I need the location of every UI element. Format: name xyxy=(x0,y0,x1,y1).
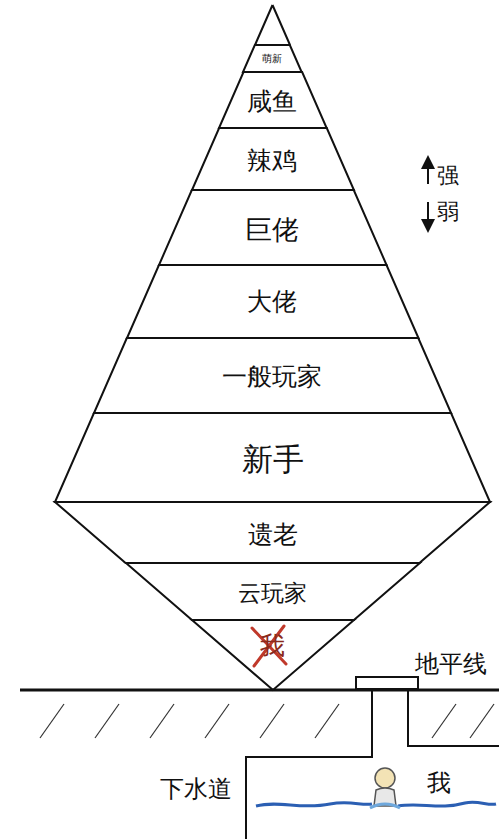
band-shape xyxy=(94,338,451,413)
down-arrow xyxy=(427,202,429,226)
band-label: 大佬 xyxy=(127,288,418,316)
pyramid-band: 咸鱼 xyxy=(219,72,327,128)
pyramid-band: 大佬 xyxy=(127,265,418,338)
free-label: 弱 xyxy=(437,200,459,224)
pyramid-band: 我 xyxy=(192,620,354,690)
band-label: 咸鱼 xyxy=(219,88,327,116)
pyramid-band: 辣鸡 xyxy=(192,128,354,190)
band-shape xyxy=(192,620,354,690)
ground-hatching xyxy=(40,704,494,738)
pyramid-apex xyxy=(255,5,290,45)
free-label: 我 xyxy=(427,770,451,796)
band-shape xyxy=(159,190,387,265)
pyramid-band: 巨佬 xyxy=(159,190,387,265)
band-shape xyxy=(126,563,420,620)
sewer-water xyxy=(398,802,496,806)
ground-line xyxy=(20,689,499,692)
band-label: 巨佬 xyxy=(159,215,387,245)
pyramid-band: 一般玩家 xyxy=(94,338,451,413)
free-label: 下水道 xyxy=(160,776,232,802)
pyramid-band: 遗老 xyxy=(55,502,490,563)
band-label: 遗老 xyxy=(55,521,490,549)
pyramid-band: 新手 xyxy=(55,413,490,502)
sewer-water xyxy=(256,803,372,806)
band-shape xyxy=(55,502,490,563)
sewer-wall xyxy=(408,691,499,746)
band-label: 云玩家 xyxy=(126,581,420,607)
band-shape xyxy=(192,128,354,190)
free-label: 强 xyxy=(437,164,459,188)
sewer-wall xyxy=(246,691,372,839)
band-label: 新手 xyxy=(55,443,490,477)
band-shape xyxy=(219,72,327,128)
pyramid-band: 萌新 xyxy=(243,45,302,72)
up-arrow xyxy=(427,162,429,184)
band-label: 萌新 xyxy=(243,54,302,65)
free-label: 地平线 xyxy=(415,651,487,677)
band-shape xyxy=(55,413,490,502)
band-shape xyxy=(243,45,302,72)
band-label: 我 xyxy=(192,632,354,660)
band-label: 一般玩家 xyxy=(94,363,451,391)
pyramid-band: 云玩家 xyxy=(126,563,420,620)
manhole-cover xyxy=(356,677,418,689)
band-label: 辣鸡 xyxy=(192,147,354,175)
person-figure xyxy=(370,768,400,808)
band-shape xyxy=(127,265,418,338)
